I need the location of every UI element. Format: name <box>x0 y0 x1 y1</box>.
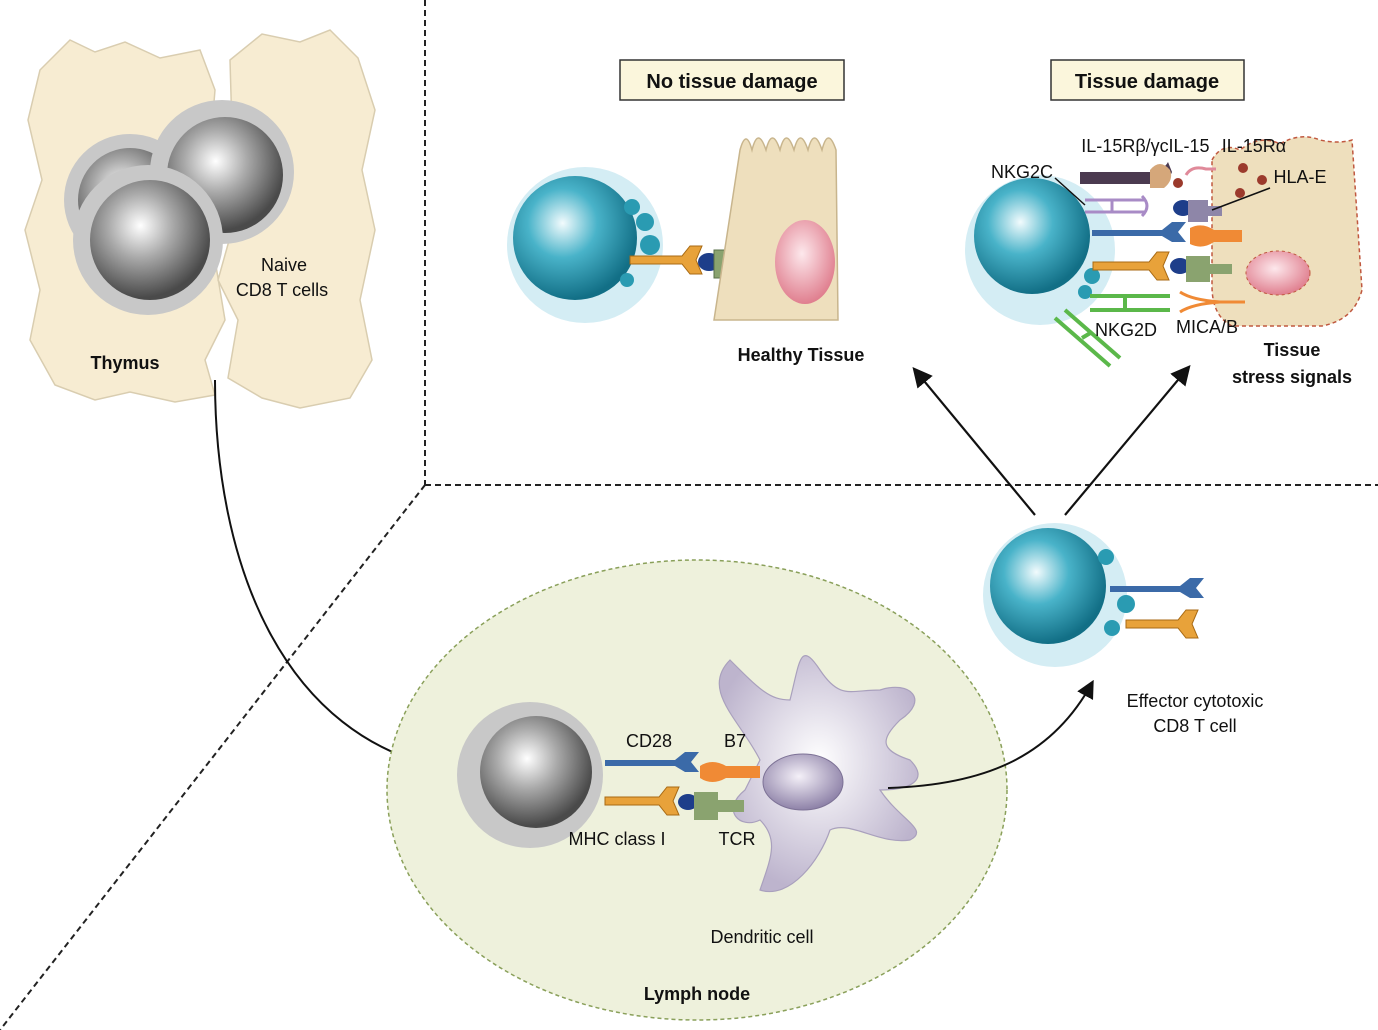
diagonal-divider <box>0 484 426 1030</box>
receptor-complex-damage <box>1053 162 1245 368</box>
effector-cell-healthy <box>507 167 663 323</box>
naive-label-line2: CD8 T cells <box>236 280 328 300</box>
effector-label-line2: CD8 T cell <box>1153 716 1236 736</box>
nkg2c-pointer <box>1054 177 1086 206</box>
mhc-label: MHC class I <box>568 829 665 849</box>
cd28-b7-pair <box>605 752 760 782</box>
b7-label: B7 <box>724 731 746 751</box>
stress-label-line1: Tissue <box>1264 340 1321 360</box>
damage-title: Tissue damage <box>1075 71 1219 93</box>
effector-label-line1: Effector cytotoxic <box>1127 691 1264 711</box>
healthy-tissue-cell <box>713 137 839 321</box>
stress-label-line2: stress signals <box>1232 367 1352 387</box>
dendritic-label: Dendritic cell <box>710 927 813 947</box>
naive-cell-lymph <box>457 702 603 848</box>
naive-label-line1: Naive <box>261 255 307 275</box>
tcr-label: TCR <box>719 829 756 849</box>
no-damage-box <box>619 59 845 101</box>
thymus-to-lymph-arrow <box>214 379 456 777</box>
arrow-to-damage <box>1064 364 1191 516</box>
damage-box <box>1050 59 1245 101</box>
nkg2c-label: NKG2C <box>991 162 1053 182</box>
stressed-tissue-cell <box>1173 136 1363 327</box>
tcr-mhc-lymph <box>604 786 744 820</box>
effector-cell-damage <box>965 175 1115 325</box>
lymph-node <box>386 559 1008 1021</box>
il15rbgc-label: IL-15Rβ/γc <box>1081 136 1168 156</box>
thymus-label: Thymus <box>90 353 159 373</box>
effector-cytotoxic-cell <box>983 523 1204 667</box>
lymph-node-label: Lymph node <box>644 984 750 1004</box>
il15-label: IL-15 <box>1168 136 1209 156</box>
nkg2d-label: NKG2D <box>1095 320 1157 340</box>
lymph-to-effector-arrow <box>887 679 1094 789</box>
dendritic-cell <box>718 655 919 893</box>
naive-t-cells <box>64 100 294 315</box>
healthy-tissue-label: Healthy Tissue <box>738 345 865 365</box>
cd28-label: CD28 <box>626 731 672 751</box>
hla-e-pointer <box>1211 187 1271 211</box>
arrow-to-healthy <box>912 366 1036 516</box>
mica-b-label: MICA/B <box>1176 317 1238 337</box>
hla-e-label: HLA-E <box>1273 167 1326 187</box>
no-damage-title: No tissue damage <box>646 71 817 93</box>
il15ra-label: IL-15Rα <box>1222 136 1286 156</box>
